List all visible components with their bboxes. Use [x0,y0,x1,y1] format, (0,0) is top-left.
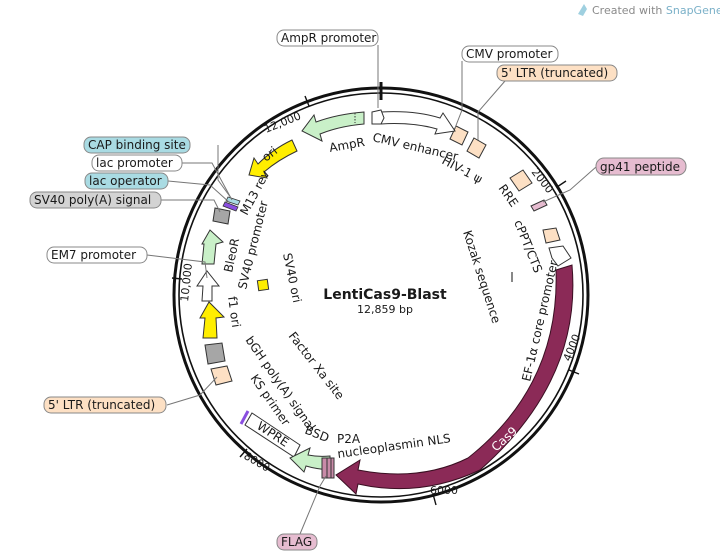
ampr-promoter-feature[interactable] [371,109,385,125]
cas9-feature[interactable] [335,264,574,495]
callout-leaders [146,45,597,535]
sv40-polya-feature[interactable] [212,207,231,225]
svg-text:SV40 poly(A) signal: SV40 poly(A) signal [34,193,151,207]
plasmid-size: 12,859 bp [357,303,413,316]
tick-mark-6000 [432,493,437,506]
bleor-label: BleoR [221,237,242,274]
ori-feature[interactable] [248,139,298,179]
svg-text:lac promoter: lac promoter [96,156,173,170]
gp41-feature[interactable] [530,199,548,212]
snapgene-credit[interactable]: Created with SnapGene® [578,3,720,17]
ltr5-bottom-feature[interactable] [210,365,233,386]
svg-text:gp41 peptide: gp41 peptide [600,160,680,174]
svg-text:lac operator: lac operator [89,174,162,188]
f1-ori-feature[interactable] [199,301,226,339]
tick-mark-4000 [568,369,580,375]
ks-primer-feature[interactable] [239,410,250,425]
kozak-label: Kozak sequence [460,229,503,325]
credit-brand: SnapGene [666,4,720,17]
callout-flag[interactable]: FLAG [276,533,318,551]
callout-em7-promoter[interactable]: EM7 promoter [46,246,148,264]
callout-lac-operator[interactable]: lac operator [84,172,169,190]
f1-ori-label: f1 ori [225,295,243,328]
callout-5-ltr-bottom[interactable]: 5' LTR (truncated) [43,396,167,414]
credit-prefix: Created with [592,4,666,17]
tick-mark-10000 [171,277,183,280]
hiv-psi-feature[interactable] [466,137,487,159]
callout-ampr-promoter[interactable]: AmpR promoter [276,29,379,47]
bgh-polya-feature[interactable] [204,342,226,365]
em7-feature[interactable] [196,270,221,302]
svg-text:5' LTR (truncated): 5' LTR (truncated) [501,66,608,80]
rre-feature[interactable] [509,169,533,192]
ampr-label: AmpR [328,135,366,155]
svg-text:CMV promoter: CMV promoter [466,47,553,61]
cmv-enhancer-feature[interactable] [379,111,456,135]
m13-rev-feature[interactable] [222,201,239,212]
callout-lac-promoter[interactable]: lac promoter [91,154,183,172]
p2a-label: P2A [337,432,361,446]
svg-text:FLAG: FLAG [281,535,312,549]
tick-6000: 6000 [430,484,458,497]
sv40-ori-feature[interactable] [256,278,270,292]
bleor-feature[interactable] [201,229,224,265]
cppt-feature[interactable] [542,227,561,244]
callout-sv40-polya[interactable]: SV40 poly(A) signal [29,191,162,209]
sv40-ori-label: SV40 ori [280,252,304,304]
tick-mark-2000 [556,180,567,188]
svg-text:CAP binding site: CAP binding site [88,138,186,152]
tick-8000: 8000 [242,449,273,474]
ampr-feature[interactable] [301,111,365,142]
ef1a-promoter-feature[interactable] [548,245,572,267]
flag-feature[interactable] [321,457,335,479]
tick-marks [171,95,580,506]
callout-cmv-promoter[interactable]: CMV promoter [461,45,559,63]
svg-text:5' LTR (truncated): 5' LTR (truncated) [48,398,155,412]
plasmid-name: LentiCas9-Blast [323,287,447,303]
hiv-psi-label: HIV-1 ψ [440,153,485,186]
snapgene-logo-icon [578,4,587,16]
cppt-label: cPPT/CTS [511,218,545,275]
callout-gp41-peptide[interactable]: gp41 peptide [595,157,687,176]
callout-cap-binding-site[interactable]: CAP binding site [83,136,191,154]
bsd-label: BSD [303,423,331,445]
svg-text:Created with SnapGene®: Created with SnapGene® [592,3,720,17]
svg-text:AmpR promoter: AmpR promoter [281,31,376,45]
tick-mark-12000 [304,95,310,107]
tick-10000: 10,000 [178,263,195,303]
svg-text:EM7 promoter: EM7 promoter [51,248,136,262]
tick-mark-8000 [239,448,248,458]
callout-5-ltr-top[interactable]: 5' LTR (truncated) [496,64,618,82]
